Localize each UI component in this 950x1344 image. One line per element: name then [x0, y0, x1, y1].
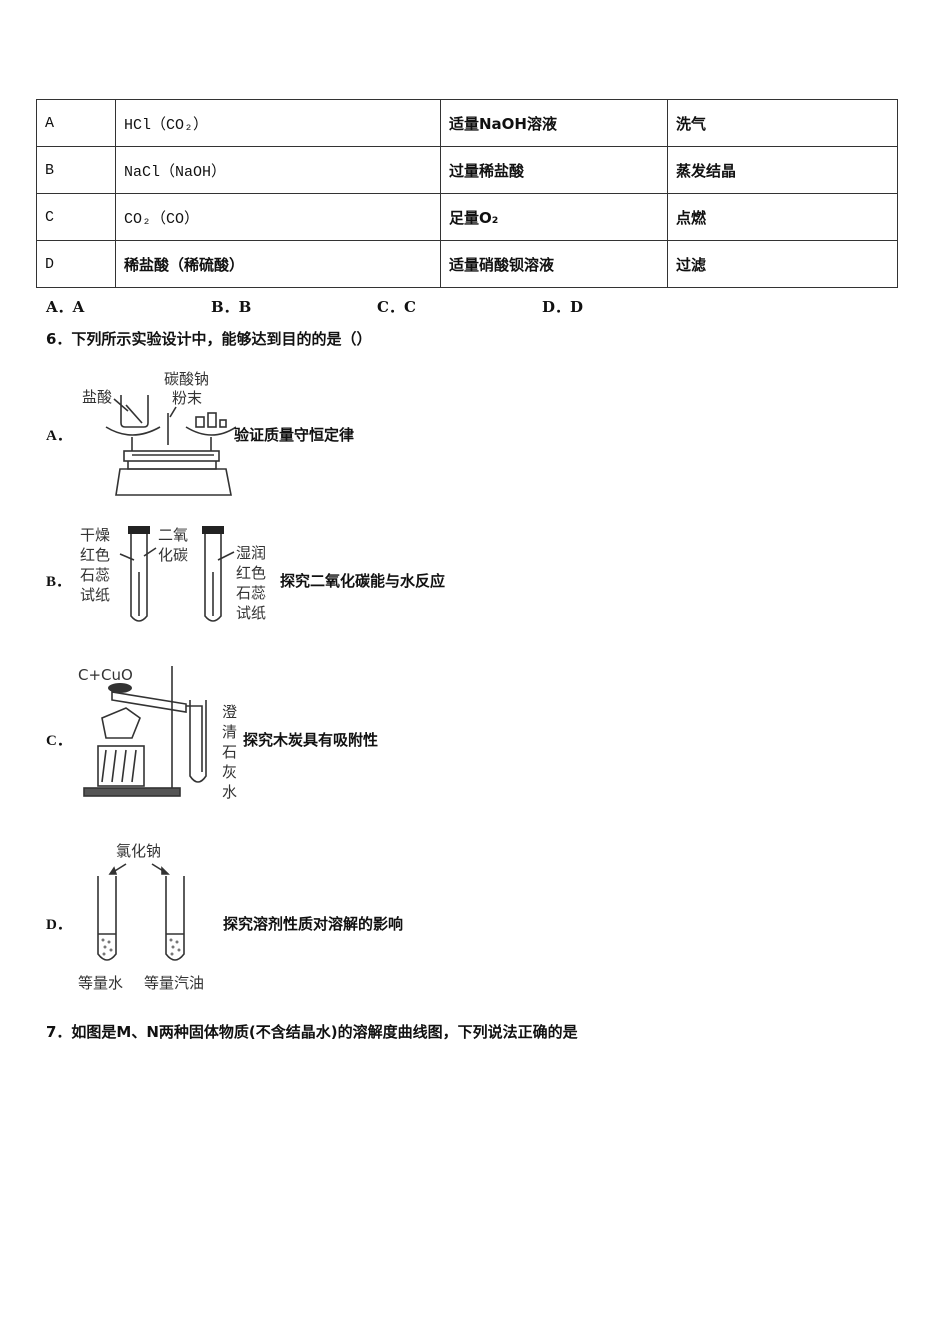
fig-label: 石蕊	[236, 584, 266, 602]
carbon-reduction-apparatus-figure: C+CuO 澄 清 石 灰 水	[78, 666, 237, 801]
fig-label: 等量水	[78, 974, 123, 992]
table-cell: C	[36, 193, 116, 241]
table-cell: CO₂（CO）	[115, 193, 441, 241]
table-cell: NaCl（NaOH）	[115, 146, 441, 194]
fig-label: C+CuO	[78, 666, 133, 684]
litmus-tubes-figure: 干燥 红色 石蕊 试纸 二氧 化碳 湿润 红色 石蕊 试纸	[80, 526, 266, 622]
fig-label: 澄	[222, 703, 237, 721]
fig-label: 石	[222, 743, 237, 761]
table-row: C CO₂（CO） 足量O₂ 点燃	[36, 193, 898, 241]
q6-option-c-label[interactable]: C．	[46, 733, 72, 749]
table-row: B NaCl（NaOH） 过量稀盐酸 蒸发结晶	[36, 146, 898, 194]
q6-option-c-caption: 探究木炭具有吸附性	[243, 731, 379, 749]
option-b[interactable]: B．B	[211, 298, 252, 316]
q6-option-a-label[interactable]: A．	[46, 428, 72, 444]
fig-label: 二氧	[158, 526, 188, 544]
question-7-stem: 7．如图是M、N两种固体物质(不含结晶水)的溶解度曲线图，下列说法正确的是	[46, 1023, 578, 1041]
table-cell: 过滤	[667, 240, 898, 288]
fig-label: 化碳	[158, 546, 188, 564]
q6-option-d-label[interactable]: D．	[46, 917, 72, 933]
reagent-table: A HCl（CO₂） 适量NaOH溶液 洗气 B NaCl（NaOH） 过量稀盐…	[36, 99, 898, 288]
table-cell: 洗气	[667, 99, 898, 147]
table-cell: HCl（CO₂）	[115, 99, 441, 147]
table-cell: 足量O₂	[440, 193, 668, 241]
table-row: A HCl（CO₂） 适量NaOH溶液 洗气	[36, 99, 898, 147]
fig-label: 碳酸钠	[164, 370, 209, 388]
table-cell: 适量硝酸钡溶液	[440, 240, 668, 288]
question-6-stem: 6．下列所示实验设计中，能够达到目的的是（）	[46, 330, 372, 348]
fig-label: 盐酸	[82, 388, 112, 406]
fig-label: 等量汽油	[144, 974, 204, 992]
fig-label: 试纸	[80, 586, 110, 604]
option-d[interactable]: D．D	[542, 298, 584, 316]
fig-label: 红色	[80, 546, 110, 564]
table-cell: 蒸发结晶	[667, 146, 898, 194]
table-cell: 稀盐酸（稀硫酸）	[115, 240, 441, 288]
fig-label: 粉末	[172, 389, 202, 407]
table-cell: 过量稀盐酸	[440, 146, 668, 194]
table-cell: A	[36, 99, 116, 147]
fig-label: 清	[222, 723, 237, 741]
table-cell: 点燃	[667, 193, 898, 241]
fig-label: 湿润	[236, 544, 266, 562]
table-row: D 稀盐酸（稀硫酸） 适量硝酸钡溶液 过滤	[36, 240, 898, 288]
table-cell: 适量NaOH溶液	[440, 99, 668, 147]
q6-option-b-caption: 探究二氧化碳能与水反应	[280, 572, 446, 590]
option-a[interactable]: A．A	[46, 298, 85, 316]
q6-option-a-caption: 验证质量守恒定律	[234, 426, 355, 444]
fig-label: 红色	[236, 564, 266, 582]
balance-apparatus-figure: 盐酸 碳酸钠 粉末	[82, 370, 236, 496]
q6-option-b-label[interactable]: B．	[46, 574, 72, 590]
fig-label: 试纸	[236, 604, 266, 622]
solubility-tubes-figure: 氯化钠 等量水 等量汽油	[78, 842, 204, 992]
fig-label: 氯化钠	[116, 842, 161, 860]
fig-label: 石蕊	[80, 566, 110, 584]
fig-label: 灰	[222, 763, 237, 781]
table-cell: B	[36, 146, 116, 194]
table-cell: D	[36, 240, 116, 288]
q6-option-d-caption: 探究溶剂性质对溶解的影响	[223, 915, 404, 933]
fig-label: 水	[222, 783, 237, 801]
option-c[interactable]: C．C	[377, 298, 416, 316]
fig-label: 干燥	[80, 526, 110, 544]
